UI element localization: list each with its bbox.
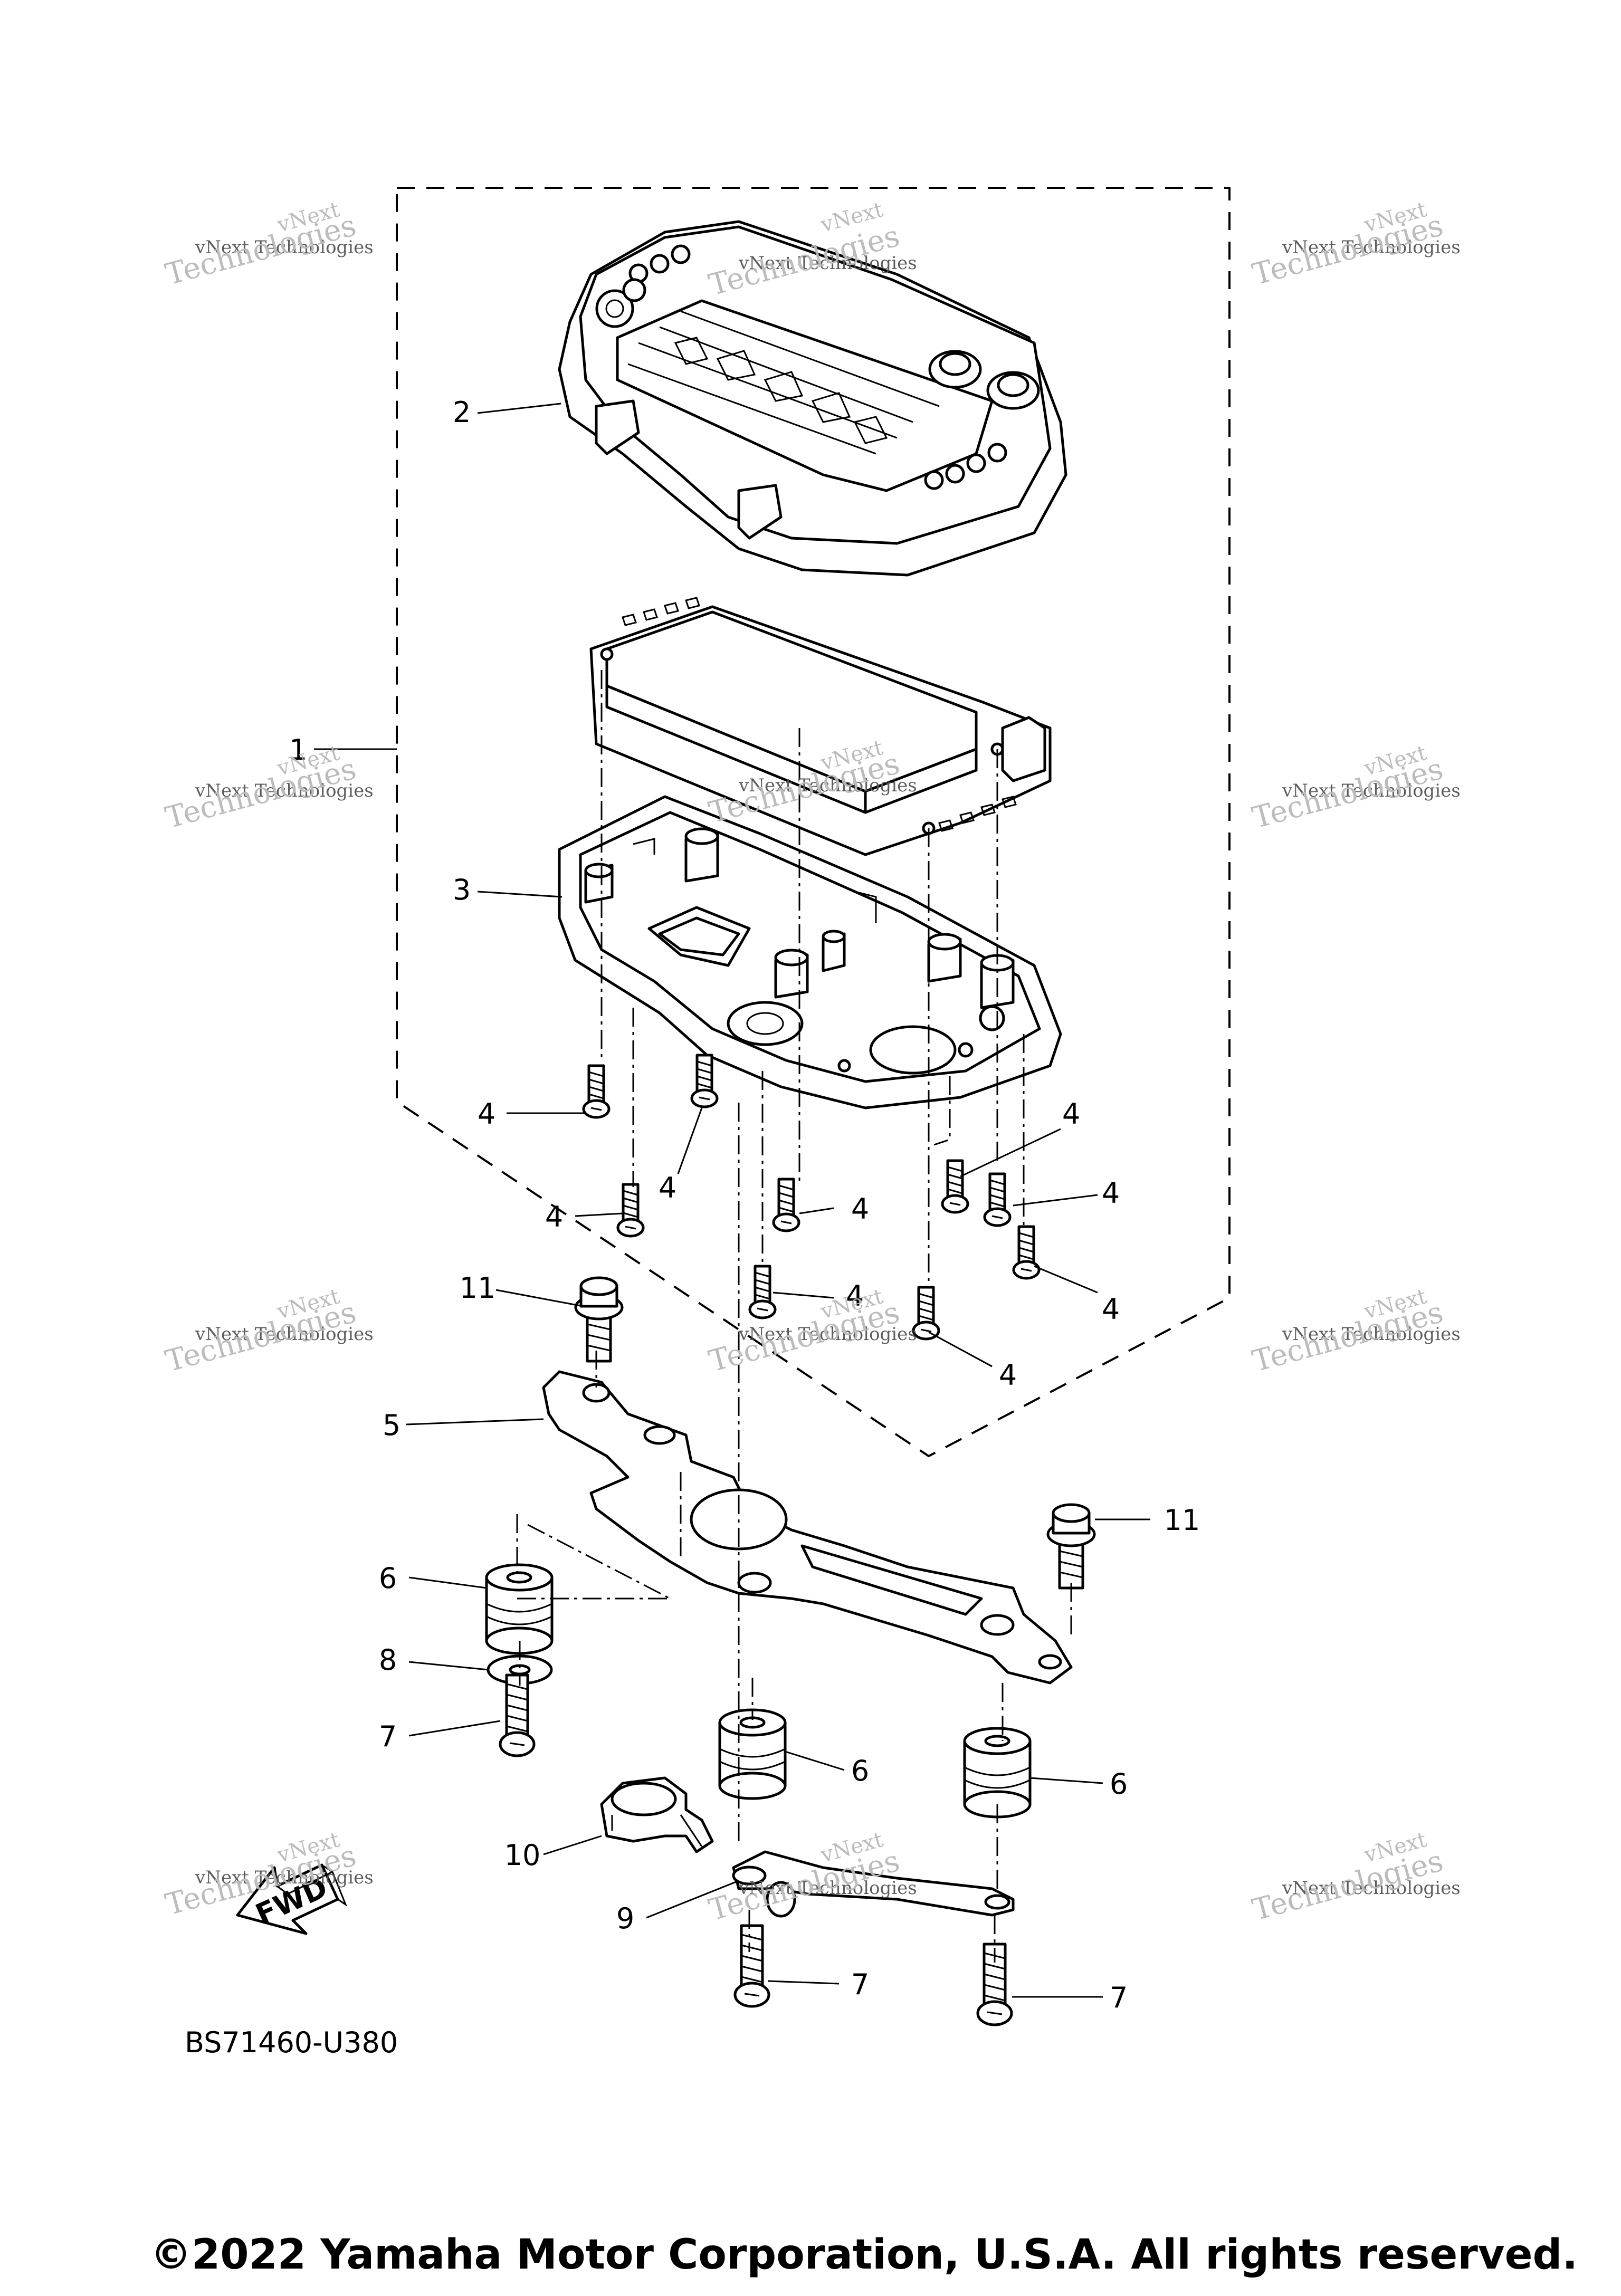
callout-4b: 4 — [659, 1171, 676, 1204]
cable-clamp — [600, 1776, 714, 1853]
lower-stay — [732, 1850, 1015, 1918]
callout-11a: 11 — [460, 1271, 496, 1305]
callout-4g: 4 — [1062, 1097, 1080, 1131]
grommet-6b — [720, 1710, 785, 1798]
copyright-notice: ©2022 Yamaha Motor Corporation, U.S.A. A… — [150, 2231, 1578, 2279]
callout-9: 9 — [616, 1902, 634, 1935]
callout-11b: 11 — [1164, 1504, 1200, 1537]
callout-6b: 6 — [851, 1754, 869, 1787]
callout-7b: 7 — [851, 1968, 869, 2001]
svg-text:vNext Technologies: vNext Technologies — [1282, 1324, 1461, 1345]
svg-text:vNext Technologies: vNext Technologies — [738, 775, 917, 796]
callout-labels: 1 2 3 4 4 4 4 4 4 4 4 4 4 5 6 6 6 7 7 7 … — [289, 396, 1200, 2014]
screw-4e — [750, 1266, 775, 1318]
center-lines — [516, 670, 1072, 1963]
screw-4b — [692, 1055, 717, 1107]
callout-4i: 4 — [1102, 1293, 1120, 1326]
svg-text:vNext Technologies: vNext Technologies — [195, 780, 374, 801]
svg-text:vNext Technologies: vNext Technologies — [1282, 780, 1461, 801]
callout-4c: 4 — [545, 1200, 563, 1233]
svg-text:vNext Technologies: vNext Technologies — [738, 1878, 917, 1899]
screw-4h — [985, 1174, 1010, 1226]
screw-4g — [942, 1161, 968, 1212]
svg-text:vNext Technologies: vNext Technologies — [738, 1324, 917, 1345]
callout-4f: 4 — [999, 1359, 1017, 1392]
grommet-6c — [965, 1728, 1030, 1817]
svg-text:vNext Technologies: vNext Technologies — [195, 237, 374, 258]
callout-7a: 7 — [379, 1720, 397, 1753]
bolt-11b — [1048, 1505, 1094, 1588]
callout-4e: 4 — [846, 1279, 864, 1313]
callout-4h: 4 — [1102, 1176, 1120, 1210]
svg-text:vNext Technologies: vNext Technologies — [1282, 1878, 1461, 1899]
screw-4i — [1014, 1227, 1039, 1278]
bolt-11a — [576, 1278, 622, 1361]
screw-4f — [913, 1287, 939, 1339]
callout-5: 5 — [383, 1409, 401, 1442]
callout-1: 1 — [289, 733, 307, 767]
assembly-boundary — [396, 187, 1231, 1458]
meter-display-unit — [558, 220, 1067, 577]
screw-7a — [500, 1675, 534, 1756]
screw-4d — [774, 1179, 799, 1231]
diagram-code: BS71460-U380 — [185, 2026, 398, 2059]
callout-10: 10 — [504, 1839, 541, 1872]
svg-text:vNext Technologies: vNext Technologies — [1282, 237, 1461, 258]
meter-lower-case — [558, 795, 1062, 1109]
svg-text:vNext Technologies: vNext Technologies — [195, 1867, 374, 1888]
grommet-6a — [487, 1565, 552, 1653]
screw-4c — [618, 1184, 643, 1236]
screw-7b — [735, 1926, 769, 2006]
screw-4a — [584, 1066, 609, 1117]
callout-6c: 6 — [1110, 1767, 1128, 1801]
callout-8: 8 — [379, 1643, 397, 1677]
callout-2: 2 — [453, 396, 471, 429]
meter-circuit-board — [589, 597, 1052, 856]
callout-3: 3 — [453, 873, 471, 906]
callout-7c: 7 — [1110, 1981, 1128, 2014]
callout-6a: 6 — [379, 1562, 397, 1595]
svg-text:vNext Technologies: vNext Technologies — [738, 253, 917, 274]
leader-lines — [314, 403, 1150, 1998]
meter-bracket — [542, 1370, 1073, 1685]
callout-4a: 4 — [478, 1097, 495, 1131]
callout-4d: 4 — [851, 1192, 869, 1226]
svg-text:vNext Technologies: vNext Technologies — [195, 1324, 374, 1345]
